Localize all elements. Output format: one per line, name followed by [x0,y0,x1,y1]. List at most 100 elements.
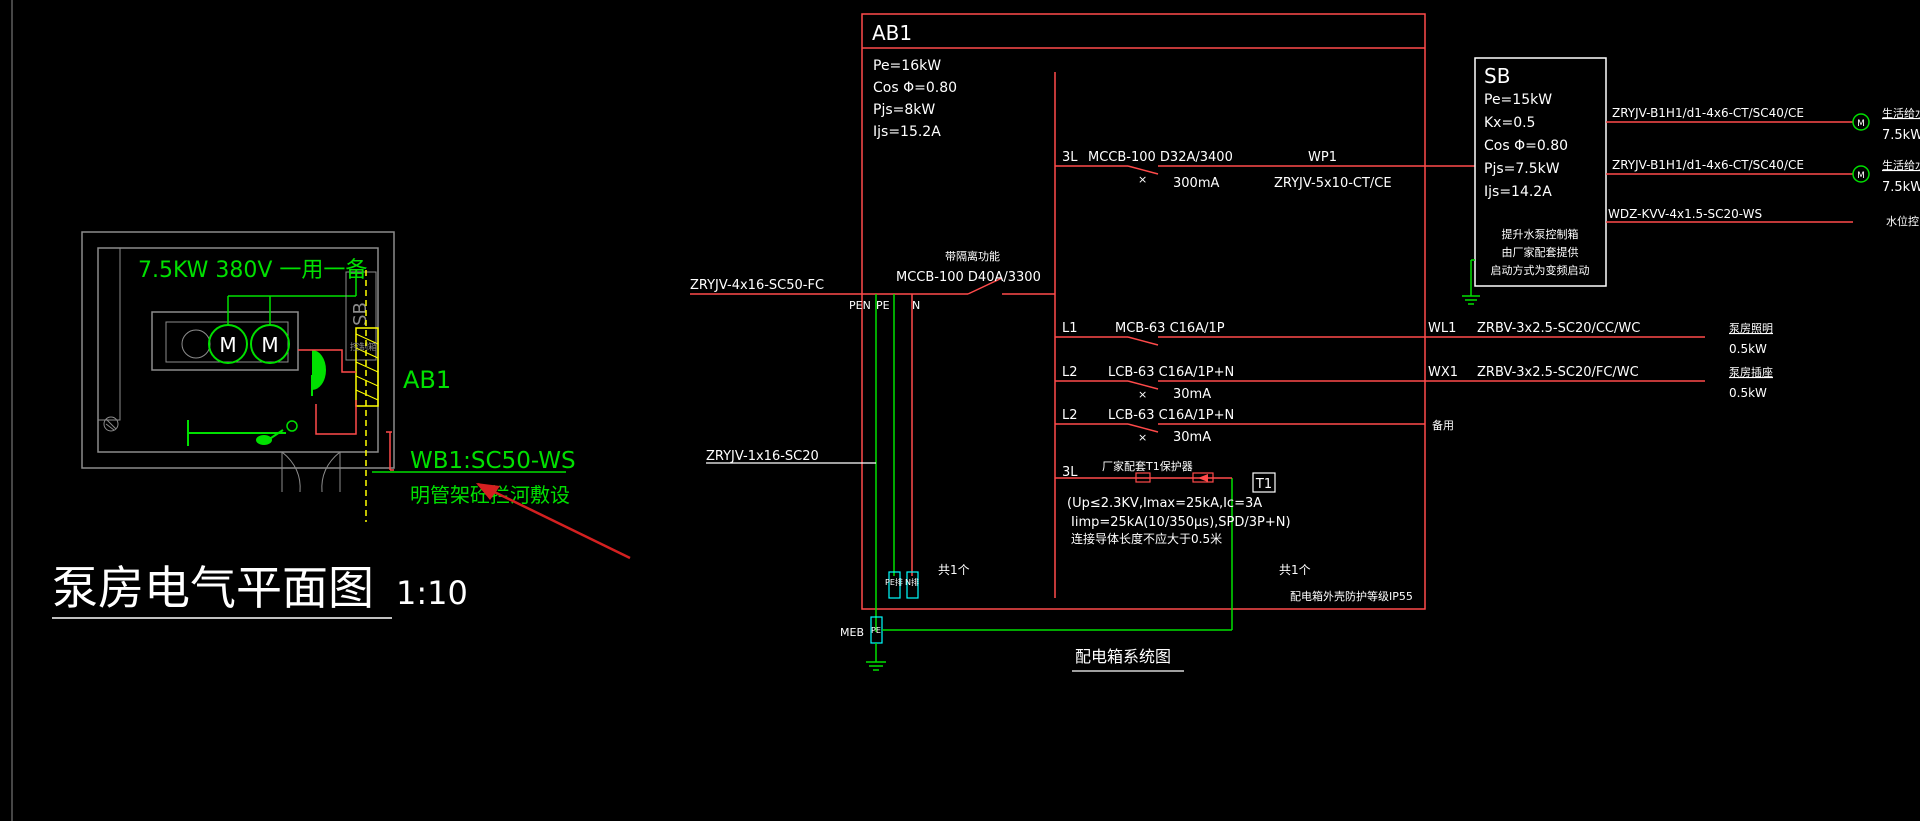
circuit-power: 0.5kW [1729,386,1767,400]
wall-column [97,247,121,421]
ab1-frame [861,13,1426,610]
plan-panel-box [355,327,379,407]
plan-sb-label: SB [350,302,371,326]
circuit-rcd: 30mA [1173,430,1211,445]
count-right-label: 共1个 [1279,563,1311,577]
sb-frame [1474,57,1607,287]
sb-param: Pjs=7.5kW [1484,161,1560,177]
circuit-breaker: LCB-63 C16A/1P+N [1108,408,1234,423]
sb-note: 提升水泵控制箱 [1502,227,1579,241]
circuit-phase: L1 [1062,321,1078,336]
ab1-param: Pe=16kW [873,58,941,74]
sb-control-box: SB Pe=15kW Kx=0.5 Cos Φ=0.80 Pjs=7.5kW I… [1462,57,1920,305]
sb-param: Kx=0.5 [1484,115,1535,131]
n-bar-label: N排 [905,577,919,587]
n-label: N [912,299,920,312]
circuit-breaker-icon [1127,165,1159,175]
spd-phase: 3L [1062,465,1078,480]
incoming-breaker-label: MCCB-100 D40A/3300 [896,270,1041,285]
spd-device-icon [1135,472,1151,483]
circuit-load: 备用 [1432,418,1454,432]
drain-icon [103,416,119,432]
motor-spec-label: 7.5KW 380V 一用一备 [138,258,367,283]
ab1-diagram-title: 配电箱系统图 [1075,647,1171,666]
circuit-breaker-icon [1127,336,1159,346]
ab1-param: Ijs=15.2A [873,124,941,140]
sb-output-load: 生活给水 [1882,106,1920,120]
wall-lamp-icon [312,350,326,390]
circuit-power: 0.5kW [1729,342,1767,356]
sb-output-load: 水位控 [1886,214,1919,228]
circuit-wire-id: WL1 [1428,321,1456,336]
sb-param: Cos Φ=0.80 [1484,138,1568,154]
circuit-breaker: LCB-63 C16A/1P+N [1108,365,1234,380]
circuit-phase: 3L [1062,150,1078,165]
spd-label: 厂家配套T1保护器 [1102,459,1193,473]
ab1-param: Cos Φ=0.80 [873,80,957,96]
spd-tag: T1 [1255,477,1272,492]
sb-note: 由厂家配套提供 [1502,245,1579,259]
sb-output-cable: ZRYJV-B1H1/d1-4x6-CT/SC40/CE [1612,106,1804,120]
annotation-arrow-head-icon [476,483,500,500]
circuit-cable: ZRBV-3x2.5-SC20/FC/WC [1477,365,1639,380]
sb-output-motor-icon [1852,113,1870,131]
pe-bar-label: PE排 [885,577,903,587]
pen-label: PEN [849,299,871,312]
door-swing-icon [281,451,301,493]
circuit-wire-id: WX1 [1428,365,1458,380]
ab1-param: Pjs=8kW [873,102,935,118]
sb-output-power: 7.5kW [1882,180,1920,195]
n-bar-icon [906,571,919,599]
ab1-system-diagram: AB1 Pe=16kW Cos Φ=0.80 Pjs=8kW Ijs=15.2A… [690,13,1773,672]
pe-label: PE [876,299,890,312]
spd-spec: Iimp=25kA(10/350μs),SPD/3P+N) [1071,515,1291,530]
sb-output-motor-icon [1852,165,1870,183]
circuit-breaker-icon [1127,380,1159,390]
sb-output-symbol: M [1857,119,1865,129]
svg-text:PE: PE [871,626,881,635]
circuit-wire-id: WP1 [1308,150,1337,165]
circuit-cable: ZRYJV-5x10-CT/CE [1274,176,1392,191]
circuit-phase: L2 [1062,408,1078,423]
circuit-phase: L2 [1062,365,1078,380]
circuit-breaker: MCB-63 C16A/1P [1115,321,1225,336]
plan-sb-sub-label: 控制箱 [350,341,377,353]
plan-cable-label: WB1:SC50-WS [410,448,576,474]
circuit-rcd: 30mA [1173,387,1211,402]
circuit-breaker-icon [1127,423,1159,433]
plan-panel-label: AB1 [403,366,451,394]
pe-bar-icon [888,571,901,599]
svg-text:×: × [1138,173,1147,186]
sb-output-power: 7.5kW [1882,128,1920,143]
sb-param: Pe=15kW [1484,92,1552,108]
sb-note: 启动方式为变频启动 [1491,263,1590,277]
pump-base [151,311,299,371]
float-switch-icon [256,435,272,445]
motor-1-label: M [219,333,236,357]
plan-title: 泵房电气平面图 [52,561,374,615]
circuit-load: 泵房插座 [1729,365,1773,379]
annotation-arrow-line [477,482,631,560]
pump-room-plan: M M SB 控制箱 [52,231,631,619]
svg-text:×: × [1138,388,1147,401]
incoming-breaker-note: 带隔离功能 [945,249,1000,263]
sb-output-cable: WDZ-KVV-4x1.5-SC20-WS [1608,207,1762,221]
motor-2-label: M [261,333,278,357]
meb-label: MEB [840,626,864,639]
circuit-load: 泵房照明 [1729,322,1773,335]
spd-tag-box [1252,472,1276,493]
spd-spec: (Up≤2.3KV,Imax=25kA,Ic=3A [1067,496,1262,511]
room-outer-wall [81,231,395,469]
circuit-breaker: MCCB-100 D32A/3400 [1088,150,1233,165]
count-left-label: 共1个 [938,563,970,577]
plan-sb-box [345,271,377,361]
protection-label: 配电箱外壳防护等级IP55 [1290,589,1413,603]
ground-cable-label: ZRYJV-1x16-SC20 [706,449,819,464]
incoming-cable-label: ZRYJV-4x16-SC50-FC [690,278,824,293]
sb-output-symbol: M [1857,171,1865,181]
plan-scale: 1:10 [396,574,468,612]
sb-output-cable: ZRYJV-B1H1/d1-4x6-CT/SC40/CE [1612,158,1804,172]
circuit-cable: ZRBV-3x2.5-SC20/CC/WC [1477,321,1640,336]
